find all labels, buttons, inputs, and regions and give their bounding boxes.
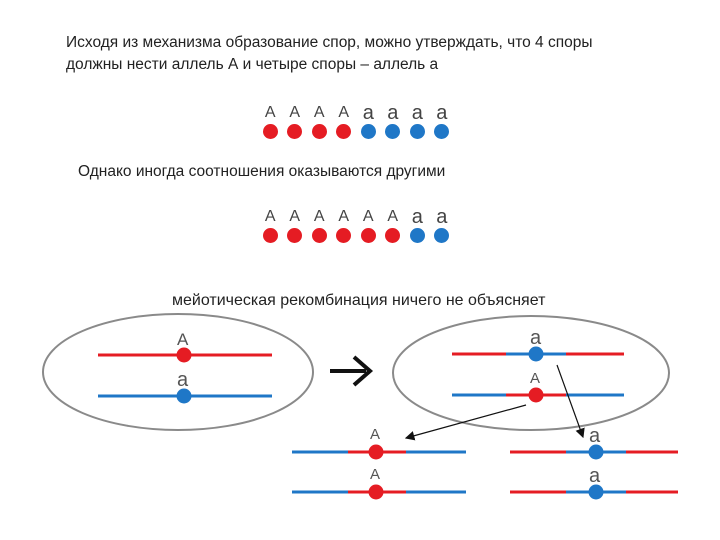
allele-label: A: [362, 208, 374, 225]
allele-label: a: [436, 206, 448, 228]
br-upper-blue-dot: [588, 444, 604, 460]
bl-lower-red-dot: [368, 484, 384, 500]
allele-label: A: [313, 208, 325, 225]
red-allele-dot: [287, 124, 303, 139]
spore: A: [307, 103, 332, 139]
left-ellipse: [42, 313, 314, 431]
spore: a: [430, 103, 455, 139]
spore: a: [405, 207, 430, 243]
blue-allele-dot: [434, 228, 450, 243]
left-upper-label: A: [177, 330, 189, 349]
red-allele-dot: [336, 124, 352, 139]
left-red-allele-dot: [176, 347, 192, 363]
spore: a: [381, 103, 406, 139]
blue-allele-dot: [409, 228, 425, 243]
allele-label: a: [411, 206, 423, 228]
allele-label: a: [411, 102, 423, 124]
left-blue-allele-dot: [176, 388, 192, 404]
bl-upper-red-dot: [368, 444, 384, 460]
intro-line-2: должны нести аллель А и четыре споры – а…: [66, 56, 439, 73]
spore: A: [356, 207, 381, 243]
allele-label: a: [387, 102, 399, 124]
spore: A: [283, 207, 308, 243]
br-upper-label: a: [589, 425, 601, 447]
intro-line-1: Исходя из механизма образование спор, мо…: [66, 34, 593, 51]
right-lower-label: A: [530, 370, 540, 387]
left-lower-label: a: [177, 369, 189, 391]
spore: A: [332, 103, 357, 139]
blue-allele-dot: [434, 124, 450, 139]
red-allele-dot: [287, 228, 303, 243]
right-ellipse: [392, 315, 670, 431]
spore: a: [356, 103, 381, 139]
blue-allele-dot: [409, 124, 425, 139]
blue-allele-dot: [385, 124, 401, 139]
right-upper-label: a: [530, 327, 542, 349]
transition-arrow: [330, 355, 374, 387]
right-lower-red-dot: [528, 387, 544, 403]
spore: A: [283, 103, 308, 139]
spore: A: [258, 207, 283, 243]
red-allele-dot: [262, 124, 278, 139]
red-allele-dot: [311, 124, 327, 139]
bl-lower-label: A: [370, 466, 380, 483]
allele-label: a: [436, 102, 448, 124]
allele-label: A: [264, 104, 276, 121]
allele-label: A: [289, 104, 301, 121]
allele-label: A: [387, 208, 399, 225]
red-allele-dot: [311, 228, 327, 243]
allele-label: a: [362, 102, 374, 124]
red-allele-dot: [360, 228, 376, 243]
blue-allele-dot: [360, 124, 376, 139]
spore: A: [307, 207, 332, 243]
intro-text: Исходя из механизма образование спор, мо…: [66, 32, 706, 76]
spore: A: [381, 207, 406, 243]
allele-label: A: [289, 208, 301, 225]
red-allele-dot: [336, 228, 352, 243]
subtitle-text: Однако иногда соотношения оказываются др…: [78, 163, 446, 180]
recombination-note: мейотическая рекомбинация ничего не объя…: [172, 292, 546, 309]
spore: A: [332, 207, 357, 243]
br-lower-label: a: [589, 465, 601, 487]
arrow-to-bottom-right: [556, 364, 585, 439]
spore: a: [430, 207, 455, 243]
allele-label: A: [313, 104, 325, 121]
bl-upper-label: A: [370, 426, 380, 443]
allele-label: A: [264, 208, 276, 225]
spore: A: [258, 103, 283, 139]
spore: a: [405, 103, 430, 139]
red-allele-dot: [262, 228, 278, 243]
allele-label: A: [338, 104, 350, 121]
right-upper-blue-dot: [528, 346, 544, 362]
arrow-to-bottom-left: [404, 404, 527, 441]
br-lower-blue-dot: [588, 484, 604, 500]
red-allele-dot: [385, 228, 401, 243]
allele-label: A: [338, 208, 350, 225]
